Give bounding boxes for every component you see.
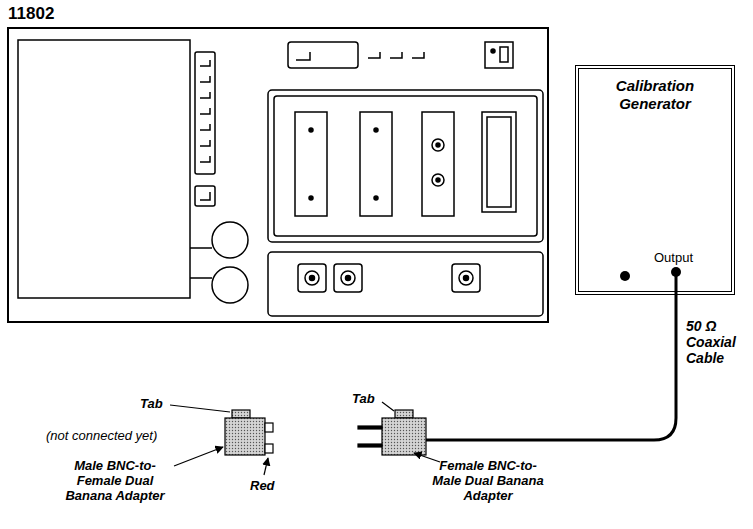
leader-lines	[170, 402, 440, 475]
part-label: Female BNC-to-Male Dual Banana Adapter	[428, 458, 548, 503]
model-number: 11802	[8, 4, 54, 24]
female-adapter	[358, 410, 426, 455]
oscilloscope-front-panel	[8, 28, 548, 322]
color-label: Red	[250, 478, 275, 493]
coaxial-cable	[426, 272, 676, 440]
part-label: Tab	[352, 391, 375, 406]
generator-jacks	[620, 267, 681, 281]
device-name: Calibration Generator	[579, 69, 731, 113]
note: (not connected yet)	[46, 428, 157, 443]
male-adapter	[225, 410, 273, 455]
part-label: Male BNC-to-Female Dual Banana Adapter	[56, 458, 174, 503]
part-label: Tab	[140, 396, 163, 411]
cable-label: 50 Ω Coaxial Cable	[686, 318, 744, 366]
jack-label: Output	[654, 250, 693, 265]
generator-box: Calibration GeneratorOutput	[575, 65, 735, 295]
